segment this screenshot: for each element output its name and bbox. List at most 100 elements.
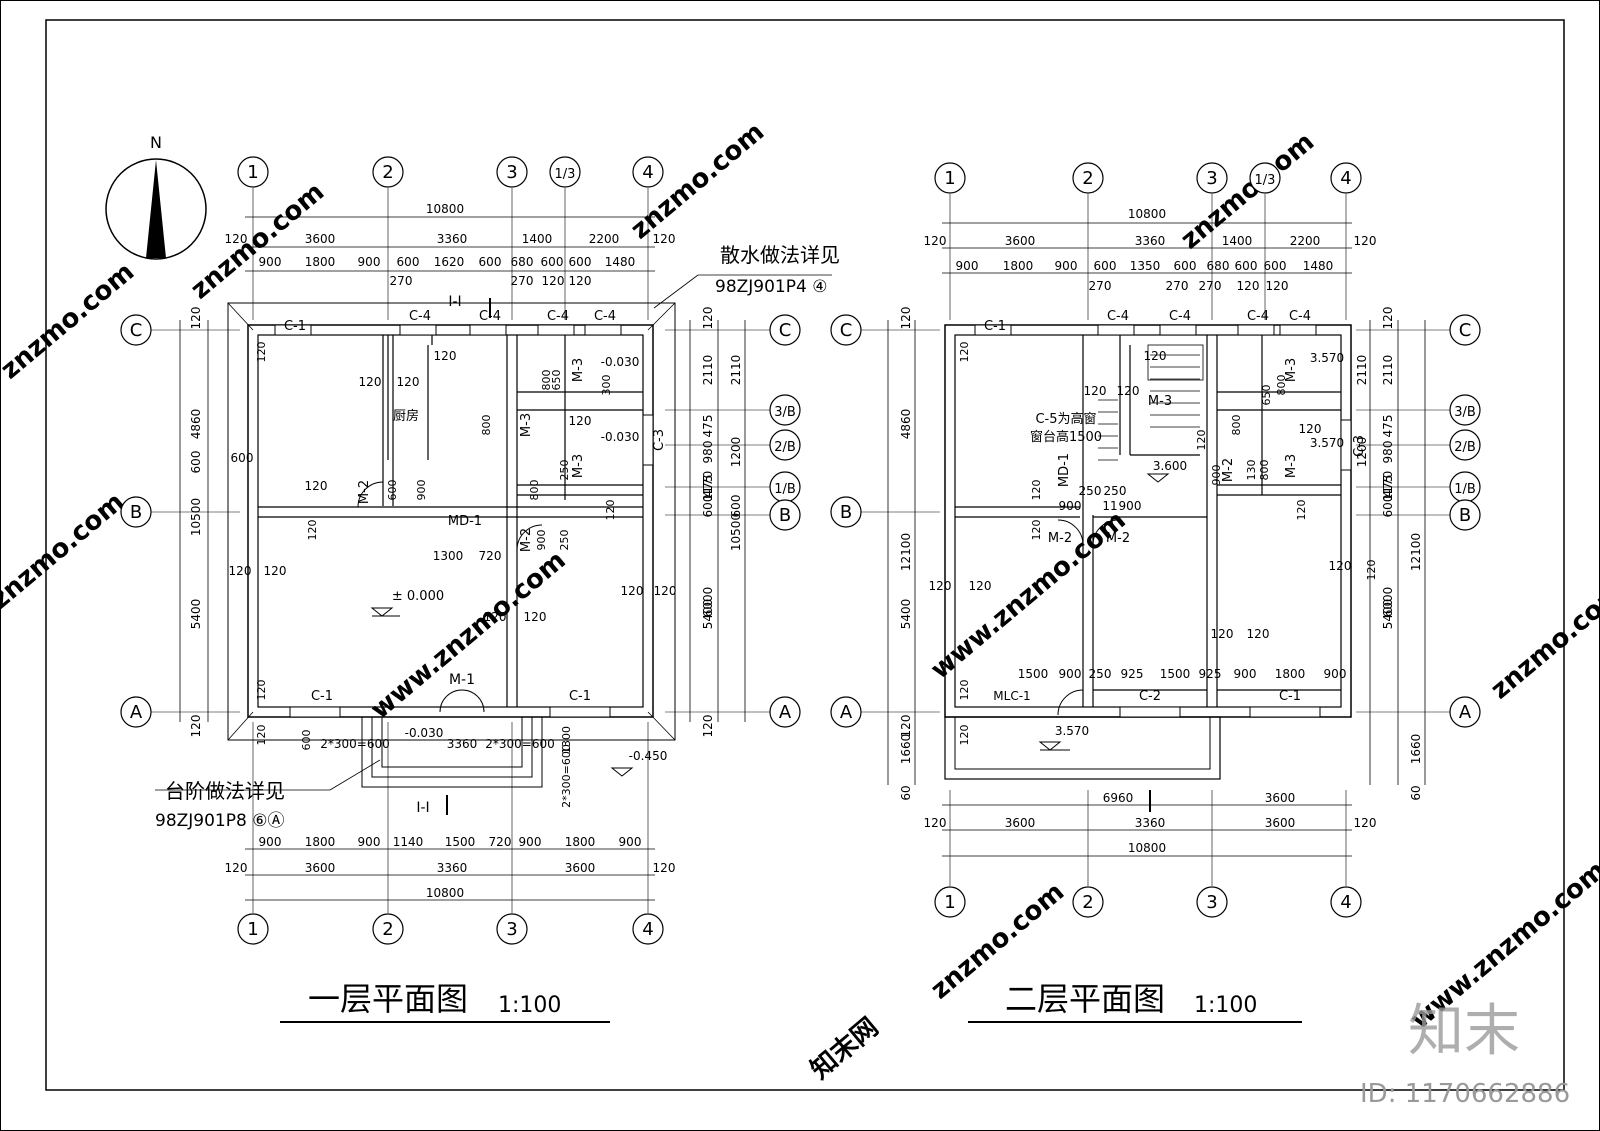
dim-left: 120 <box>899 307 913 330</box>
level-label: 3.570 <box>1055 724 1089 738</box>
axis-bubble-left-label: B <box>130 502 142 523</box>
dim-label: 120 <box>397 375 420 389</box>
dim-top-total: 10800 <box>426 202 464 216</box>
axis-bubble-bottom-label: 4 <box>642 919 653 940</box>
dim-top-mid: 3360 <box>1135 234 1166 248</box>
dim-bottom-total: 10800 <box>1128 841 1166 855</box>
dim-label: 600 <box>386 480 399 501</box>
dim-label: 11 <box>1102 499 1117 513</box>
axis-bubble-right <box>1449 696 1481 728</box>
window-label-c-4: C-4 <box>1247 309 1269 324</box>
dim-top-detail: 1480 <box>605 255 636 269</box>
dim-label: 900 <box>415 480 428 501</box>
door-label-m-3: M-3 <box>571 358 586 382</box>
dim-right: 5400 <box>701 599 715 630</box>
axis-bubble-left <box>120 314 152 346</box>
axis-bubble-right-label: 2/B <box>774 440 796 455</box>
dim-label: 120 <box>569 414 592 428</box>
dim-left: 12100 <box>899 533 913 571</box>
dim-top-sub: 270 <box>1199 279 1222 293</box>
dim-bottom-mid: 3600 <box>565 861 596 875</box>
window-label-c-4: C-4 <box>594 309 616 324</box>
dim-label: 120 <box>255 342 268 363</box>
dim-right: 1170 <box>701 471 715 502</box>
dim-bottom-detail: 3600 <box>1265 791 1296 805</box>
axis-bubble-bottom-label: 1 <box>247 919 258 940</box>
axis-bubble-top <box>1072 162 1104 194</box>
section-mark: I-I <box>416 800 429 816</box>
dim-right-outer: 10500 <box>729 513 743 551</box>
dim-top-detail: 1800 <box>305 255 336 269</box>
dim-bottom-mid: 3360 <box>1135 816 1166 830</box>
axis-bubble-right <box>769 499 801 531</box>
dim-top-detail: 600 <box>397 255 420 269</box>
dim-bottom-mid: 3600 <box>1005 816 1036 830</box>
dim-top-mid: 3600 <box>1005 234 1036 248</box>
window-label-c-4: C-4 <box>479 309 501 324</box>
dim-top-mid: 2200 <box>589 232 620 246</box>
dim-label: 120 <box>969 579 992 593</box>
dim-label: 800 <box>1258 460 1271 481</box>
dim-bottom-total: 10800 <box>426 886 464 900</box>
dim-top-mid: 3600 <box>305 232 336 246</box>
axis-bubble-bottom-label: 3 <box>506 919 517 940</box>
dim-top-total: 10800 <box>1128 207 1166 221</box>
axis-bubble-bottom-label: 1 <box>944 892 955 913</box>
axis-bubble-left-label: A <box>840 702 853 723</box>
axis-bubble-bottom <box>496 913 528 945</box>
dim-top-detail: 680 <box>511 255 534 269</box>
dim-bottom-mid: 3600 <box>305 861 336 875</box>
dim-right: 1170 <box>1381 471 1395 502</box>
dim-label: 800 <box>480 415 493 436</box>
axis-bubble-right <box>769 394 801 426</box>
dim-left: 600 <box>189 451 203 474</box>
dim-label: 250 <box>558 530 571 551</box>
note-scatter-ref: 98ZJ901P4 ④ <box>715 277 827 297</box>
dim-top-detail: 600 <box>479 255 502 269</box>
axis-bubble-right-label: C <box>1459 320 1472 341</box>
level-label: 3.600 <box>1153 459 1187 473</box>
dim-right-outer: 1200 <box>729 437 743 468</box>
axis-bubble-left-label: C <box>840 320 853 341</box>
dim-label: 250 <box>1079 484 1102 498</box>
dim-label: 120 <box>229 564 252 578</box>
dim-left: 60 <box>899 785 913 800</box>
axis-bubble-right-label: 1/B <box>774 482 796 497</box>
door-label-m-2: M-2 <box>1106 531 1130 546</box>
dim-top-sub: 120 <box>542 274 565 288</box>
axis-bubble-top-label: 1 <box>247 162 258 183</box>
dim-label: 120 <box>255 680 268 701</box>
dim-bottom-mid: 120 <box>225 861 248 875</box>
level-label: -0.450 <box>629 749 668 763</box>
dim-label: 120 <box>621 584 644 598</box>
dim-label: 120 <box>1247 627 1270 641</box>
watermark-text: znzmo.com <box>1485 577 1600 705</box>
dim-label: 120 <box>1117 384 1140 398</box>
dim-left: 120 <box>189 307 203 330</box>
window-label-c-1: C-1 <box>1279 689 1301 704</box>
dim-label: 800 <box>528 480 541 501</box>
axis-bubble-bottom <box>1072 886 1104 918</box>
dim-left: 10500 <box>189 498 203 536</box>
dim-right: 6000 <box>1381 587 1395 618</box>
dim-label: 600 <box>300 730 313 751</box>
dim-top-detail: 600 <box>1094 259 1117 273</box>
dim-label: 925 <box>1121 667 1144 681</box>
axis-bubble-right <box>769 696 801 728</box>
note-sill-height: 窗台高1500 <box>1030 429 1102 445</box>
dim-right: 120 <box>701 715 715 738</box>
door-label-md-1: MD-1 <box>448 514 482 529</box>
dim-left: 120 <box>189 715 203 738</box>
axis-bubble-top <box>1196 162 1228 194</box>
dim-label: 120 <box>1030 520 1043 541</box>
axis-bubble-top-label: 3 <box>1206 168 1217 189</box>
dim-top-mid: 120 <box>1354 234 1377 248</box>
dim-left: 1660 <box>899 734 913 765</box>
window-label-c-4: C-4 <box>1107 309 1129 324</box>
axis-bubble-left-label: B <box>840 502 852 523</box>
dim-label: 650 <box>550 370 563 391</box>
window-label-c-1: C-1 <box>569 689 591 704</box>
axis-bubble-top <box>1330 162 1362 194</box>
